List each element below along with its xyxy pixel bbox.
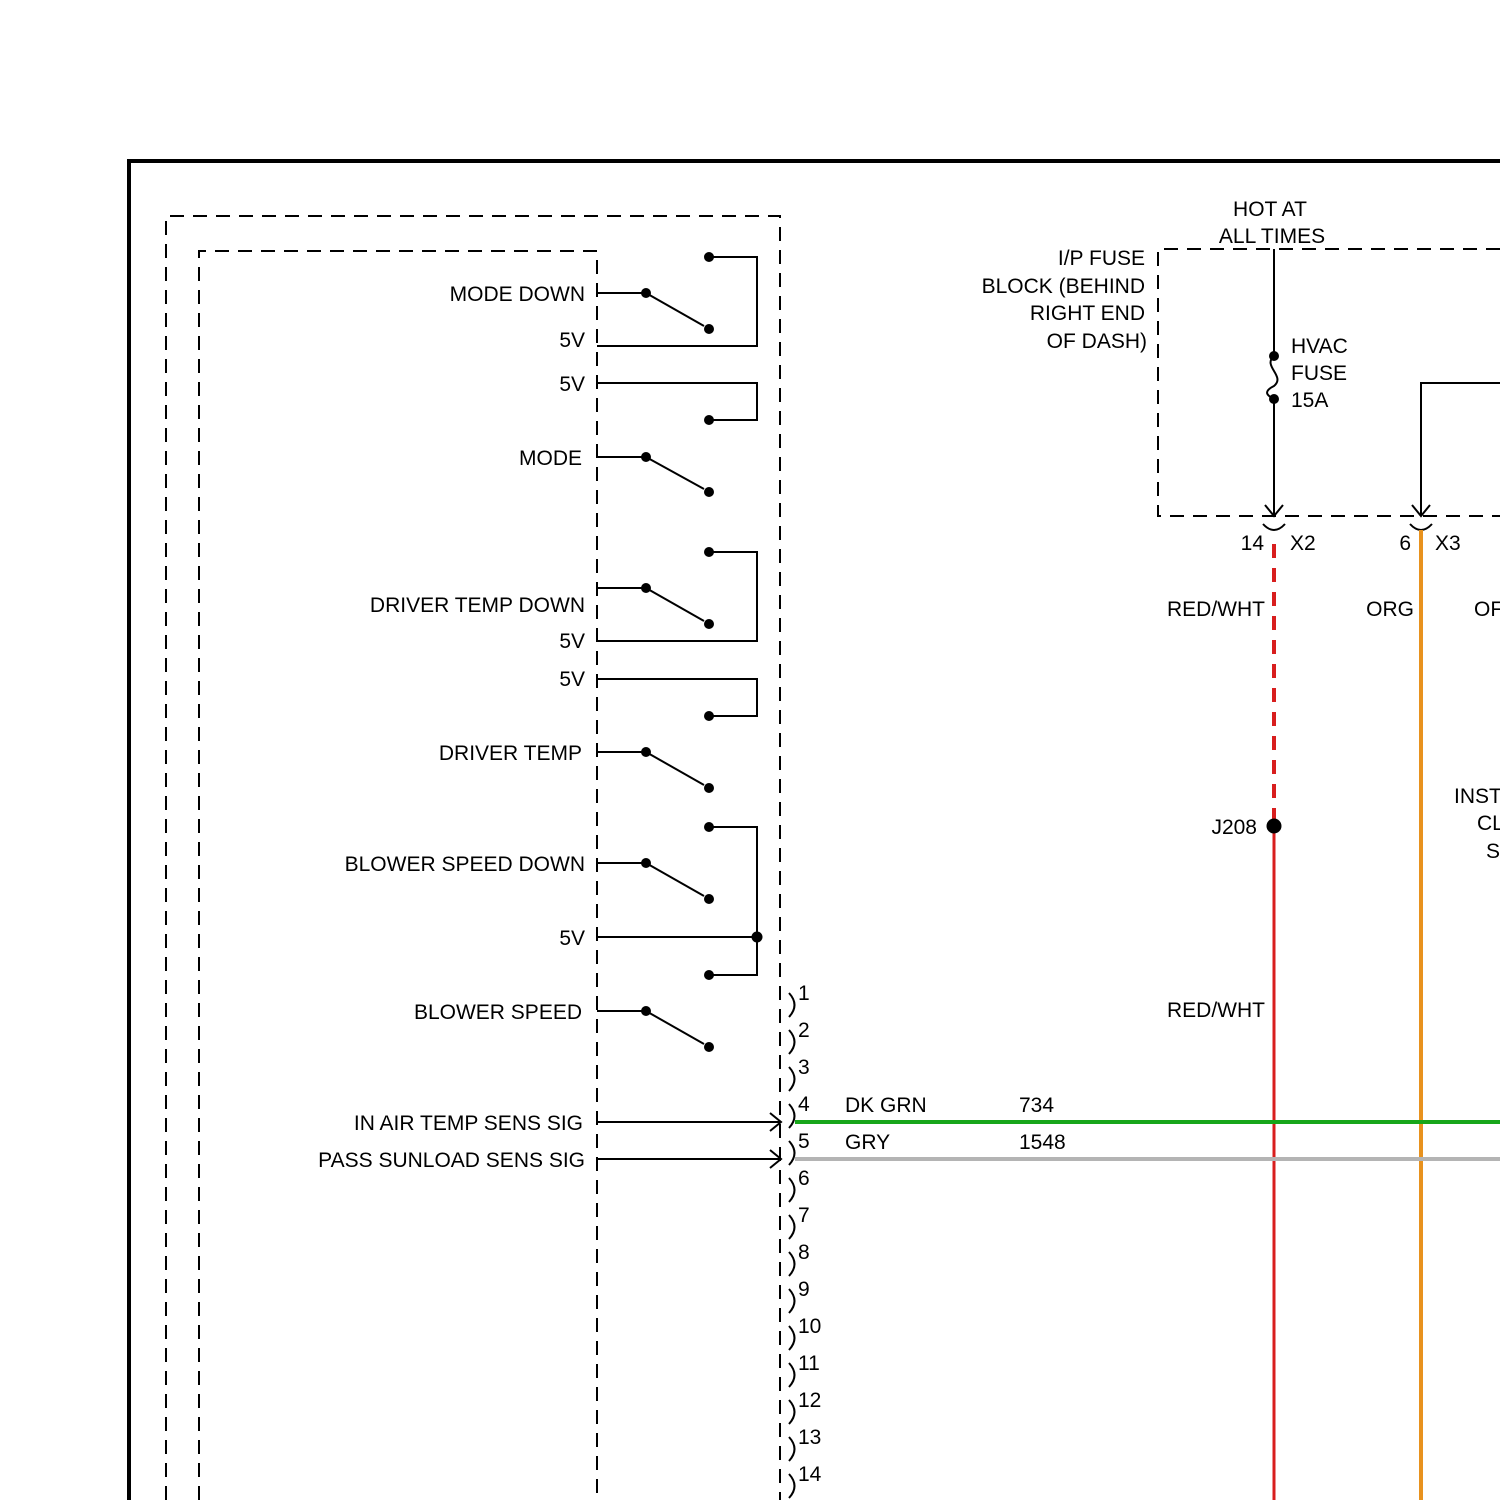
- connector-pin-cavity: [789, 1030, 795, 1054]
- connector-pin-cavity: [789, 1437, 795, 1461]
- all-times-label: ALL TIMES: [1219, 225, 1325, 248]
- five-v-label: 5V: [559, 927, 585, 950]
- connector-pin-cavity: [789, 1178, 795, 1202]
- fuse-block-label-line: BLOCK (BEHIND: [982, 275, 1145, 298]
- mode-down-label: MODE DOWN: [450, 283, 585, 306]
- blower-speed-switches: BLOWER SPEED DOWN 5V BLOWER SPEED: [345, 822, 763, 1052]
- dk-grn-label: DK GRN: [845, 1094, 927, 1117]
- org-label-cut: OF: [1474, 598, 1500, 621]
- ip-fuse-block: HOT AT ALL TIMES I/P FUSE BLOCK (BEHIND …: [982, 198, 1500, 555]
- cut-text-line: INST: [1454, 785, 1500, 808]
- fuse-label-line: 15A: [1291, 389, 1328, 412]
- connector-pin-number: 13: [798, 1426, 821, 1449]
- pass-sunload-label: PASS SUNLOAD SENS SIG: [318, 1149, 585, 1172]
- fuse-symbol: [1267, 356, 1277, 399]
- connector-pin-cavity: [789, 1252, 795, 1276]
- five-v-label: 5V: [559, 668, 585, 691]
- gry-label: GRY: [845, 1131, 890, 1154]
- circuit-1548-label: 1548: [1019, 1131, 1066, 1154]
- connector-pin-cavity: [789, 1400, 795, 1424]
- connector-x3-cavity: [1410, 524, 1432, 530]
- fuse-label-line: HVAC: [1291, 335, 1348, 358]
- driver-temp-label: DRIVER TEMP: [439, 742, 582, 765]
- x2-connector-label: X2: [1290, 532, 1316, 555]
- connector-x2-cavity: [1263, 524, 1285, 530]
- five-v-label: 5V: [559, 373, 585, 396]
- circuit-734-label: 734: [1019, 1094, 1054, 1117]
- connector-pin-number: 14: [798, 1463, 822, 1486]
- in-air-temp-label: IN AIR TEMP SENS SIG: [354, 1112, 583, 1135]
- fuse-block-label-line: I/P FUSE: [1058, 247, 1145, 270]
- cut-text-line: S: [1486, 840, 1500, 863]
- connector-pin-cavity: [789, 993, 795, 1017]
- five-v-label: 5V: [559, 329, 585, 352]
- connector-pin-cavity: [789, 1289, 795, 1313]
- connector-pin-number: 7: [798, 1204, 810, 1227]
- hot-at-label: HOT AT: [1233, 198, 1307, 221]
- cut-text-line: CL: [1477, 812, 1500, 835]
- x2-pin-number: 14: [1241, 532, 1265, 555]
- connector-pin-cavity: [789, 1141, 795, 1165]
- x3-pin-number: 6: [1399, 532, 1411, 555]
- blower-speed-label: BLOWER SPEED: [414, 1001, 582, 1024]
- fuse-block-label-line: OF DASH): [1047, 330, 1147, 353]
- mode-switch: 5V MODE: [519, 373, 757, 497]
- sensor-signals: IN AIR TEMP SENS SIG PASS SUNLOAD SENS S…: [318, 1112, 781, 1172]
- mode-label: MODE: [519, 447, 582, 470]
- connector-pin-number: 10: [798, 1315, 821, 1338]
- red-wht-label: RED/WHT: [1167, 598, 1265, 621]
- connector-pin-number: 4: [798, 1093, 810, 1116]
- fuse-label-line: FUSE: [1291, 362, 1347, 385]
- connector-pin-number: 8: [798, 1241, 810, 1264]
- connector-pin-cavity: [789, 1474, 795, 1498]
- connector-pin-cavity: [789, 1104, 795, 1128]
- mode-down-switch: MODE DOWN 5V: [450, 252, 757, 352]
- connector-pin-number: 12: [798, 1389, 821, 1412]
- org-label: ORG: [1366, 598, 1414, 621]
- connector-pin-number: 3: [798, 1056, 810, 1079]
- colored-wires: [795, 530, 1500, 1500]
- connector-pin-number: 9: [798, 1278, 810, 1301]
- connector-pin-number: 1: [798, 982, 810, 1005]
- driver-temp-down-label: DRIVER TEMP DOWN: [370, 594, 585, 617]
- connector-pin-number: 2: [798, 1019, 810, 1042]
- x3-connector-label: X3: [1435, 532, 1461, 555]
- j208-label: J208: [1211, 816, 1257, 839]
- wire-labels: RED/WHT RED/WHT J208 ORG OF INST CL S DK…: [845, 598, 1500, 1154]
- connector-pin-number: 11: [798, 1352, 820, 1375]
- connector-pin-cavity: [789, 1215, 795, 1239]
- five-v-label: 5V: [559, 630, 585, 653]
- connector-pin-cavity: [789, 1326, 795, 1350]
- connector-pin-cavity: [789, 1067, 795, 1091]
- connector-pin-number: 6: [798, 1167, 810, 1190]
- connector-pin-number: 5: [798, 1130, 810, 1153]
- splice-j208: [1267, 819, 1282, 834]
- red-wht-label: RED/WHT: [1167, 999, 1265, 1022]
- fuse-block-label-line: RIGHT END: [1030, 302, 1145, 325]
- connector-pin-cavity: [789, 1363, 795, 1387]
- driver-temp-down-switch: DRIVER TEMP DOWN 5V: [370, 547, 757, 653]
- blower-speed-down-label: BLOWER SPEED DOWN: [345, 853, 585, 876]
